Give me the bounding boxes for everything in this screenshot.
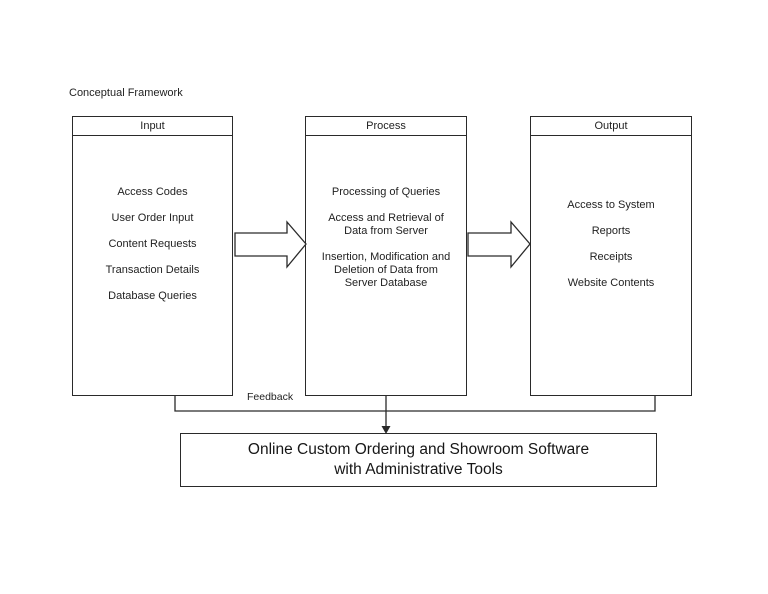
process-box: Process Processing of Queries Access and… — [305, 116, 467, 396]
process-box-header: Process — [306, 117, 466, 136]
output-box: Output Access to System Reports Receipts… — [530, 116, 692, 396]
diagram-title: Conceptual Framework — [69, 87, 183, 99]
system-title: Online Custom Ordering and Showroom Soft… — [247, 441, 590, 478]
process-box-body: Processing of Queries Access and Retriev… — [306, 136, 466, 290]
input-box-body: Access Codes User Order Input Content Re… — [73, 136, 232, 303]
process-item: Access and Retrieval of Data from Server — [328, 212, 444, 237]
input-item: User Order Input — [111, 212, 194, 224]
output-item: Reports — [591, 225, 631, 237]
process-item: Insertion, Modification and Deletion of … — [321, 251, 451, 289]
input-box-header: Input — [73, 117, 232, 136]
arrow-input-to-process-icon — [234, 220, 307, 269]
output-item: Website Contents — [567, 277, 655, 289]
process-item: Processing of Queries — [331, 186, 441, 198]
output-item: Access to System — [567, 199, 655, 211]
output-box-body: Access to System Reports Receipts Websit… — [531, 136, 691, 290]
feedback-label: Feedback — [247, 391, 294, 403]
input-item: Content Requests — [108, 238, 197, 250]
output-item: Receipts — [589, 251, 633, 263]
input-item: Access Codes — [117, 186, 188, 198]
input-item: Transaction Details — [105, 264, 200, 276]
input-box: Input Access Codes User Order Input Cont… — [72, 116, 233, 396]
output-box-header: Output — [531, 117, 691, 136]
input-item: Database Queries — [108, 290, 197, 302]
arrow-process-to-output-icon — [467, 220, 531, 269]
system-title-box: Online Custom Ordering and Showroom Soft… — [180, 433, 657, 487]
